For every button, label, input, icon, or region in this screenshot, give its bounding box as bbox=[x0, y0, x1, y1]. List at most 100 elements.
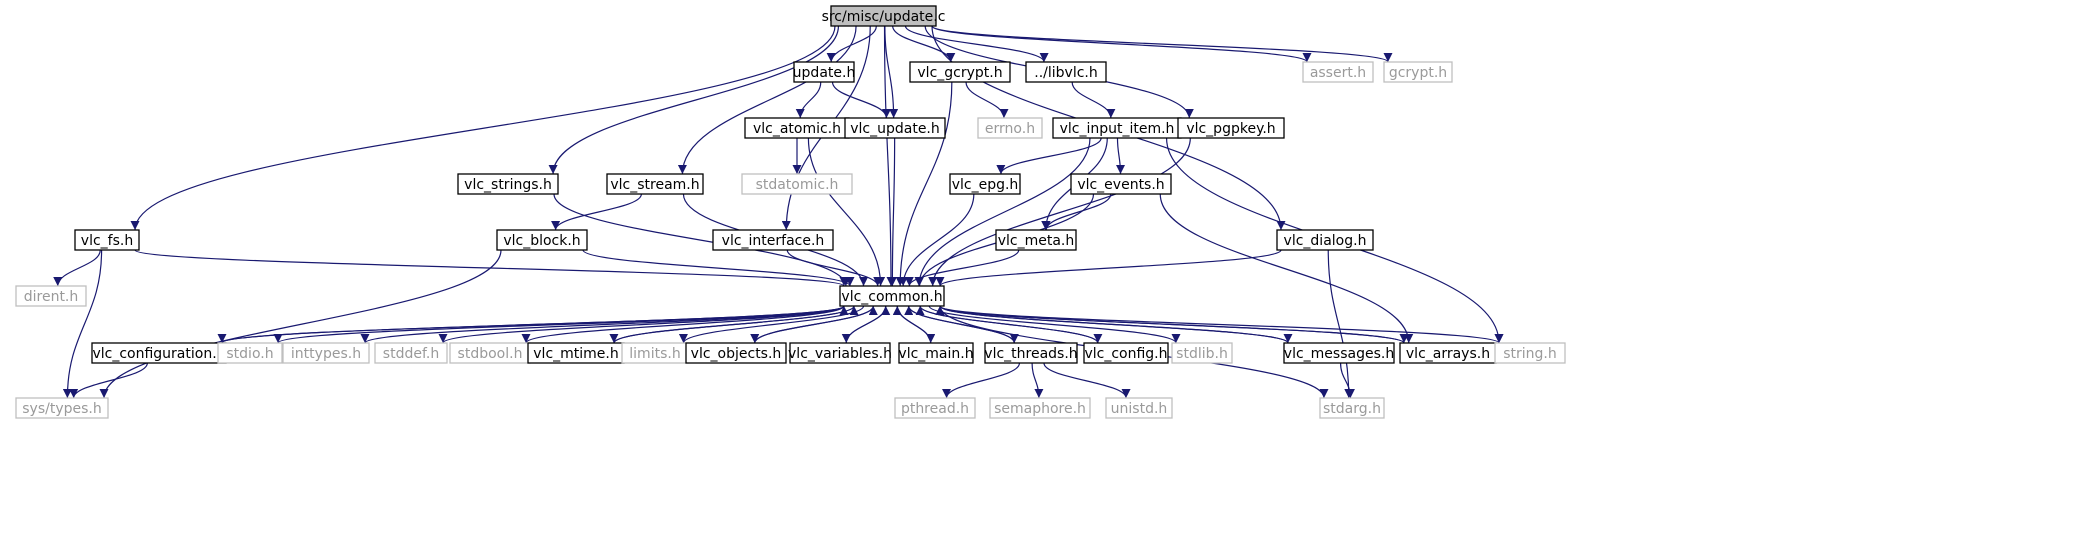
node-box bbox=[1070, 173, 1172, 195]
node-box bbox=[909, 61, 1011, 83]
edge-vlc_fs-to-sys_types bbox=[62, 249, 103, 399]
node-stdatomic[interactable]: stdatomic.h bbox=[741, 173, 853, 195]
node-stdbool[interactable]: stdbool.h bbox=[449, 342, 531, 364]
node-vlc-stream[interactable]: vlc_stream.h bbox=[606, 173, 704, 195]
edge-vlc_block-to-vlc_common bbox=[582, 249, 855, 287]
node-libvlc[interactable]: ../libvlc.h bbox=[1025, 61, 1107, 83]
node-unistd[interactable]: unistd.h bbox=[1105, 397, 1173, 419]
edge-vlc_common-to-stdbool bbox=[521, 305, 845, 344]
edge-update_h-to-vlc_atomic bbox=[795, 81, 822, 119]
node-box bbox=[15, 397, 109, 419]
edge-vlc_objects-to-vlc_common bbox=[754, 305, 878, 344]
node-vlc-mtime[interactable]: vlc_mtime.h bbox=[527, 342, 625, 364]
node-box bbox=[374, 342, 448, 364]
node-vlc-events[interactable]: vlc_events.h bbox=[1070, 173, 1172, 195]
node-vlc-meta[interactable]: vlc_meta.h bbox=[995, 229, 1077, 251]
node-label: vlc_interface.h bbox=[722, 233, 825, 249]
node-label: vlc_strings.h bbox=[464, 177, 552, 193]
node-box bbox=[457, 173, 559, 195]
node-stdio[interactable]: stdio.h bbox=[217, 342, 283, 364]
node-inttypes[interactable]: inttypes.h bbox=[282, 342, 370, 364]
node-stddef[interactable]: stddef.h bbox=[374, 342, 448, 364]
node-semaphore[interactable]: semaphore.h bbox=[989, 397, 1091, 419]
node-box bbox=[1025, 61, 1107, 83]
node-vlc-config[interactable]: vlc_config.h bbox=[1083, 342, 1169, 364]
node-label: vlc_main.h bbox=[898, 346, 973, 362]
edge-vlc_epg-to-vlc_common bbox=[898, 193, 975, 287]
node-label: stdatomic.h bbox=[756, 177, 839, 193]
edge-vlc_block-to-sys_types bbox=[99, 249, 502, 399]
edge-vlc_dialog-to-vlc_common bbox=[935, 249, 1282, 287]
node-label: vlc_update.h bbox=[850, 121, 940, 137]
node-label: vlc_pgpkey.h bbox=[1186, 121, 1275, 137]
node-gcrypt[interactable]: gcrypt.h bbox=[1383, 61, 1453, 83]
node-sys-types[interactable]: sys/types.h bbox=[15, 397, 109, 419]
node-limits[interactable]: limits.h bbox=[621, 342, 689, 364]
node-box bbox=[995, 229, 1077, 251]
node-label: stdio.h bbox=[226, 346, 273, 362]
node-dirent[interactable]: dirent.h bbox=[15, 285, 87, 307]
node-vlc-messages[interactable]: vlc_messages.h bbox=[1283, 342, 1395, 364]
edge-root-to-vlc_fs bbox=[130, 25, 836, 231]
edge-root-to-update_h bbox=[826, 25, 877, 63]
edge-vlc_messages-to-vlc_common bbox=[935, 305, 1289, 344]
node-errno[interactable]: errno.h bbox=[977, 117, 1043, 139]
node-vlc-fs[interactable]: vlc_fs.h bbox=[74, 229, 140, 251]
node-vlc-variables[interactable]: vlc_variables.h bbox=[788, 342, 892, 364]
node-vlc-block[interactable]: vlc_block.h bbox=[496, 229, 588, 251]
edge-vlc_gcrypt-to-errno bbox=[965, 81, 1009, 119]
edge-root-to-libvlc bbox=[904, 25, 1049, 63]
node-box bbox=[984, 342, 1078, 364]
node-label: vlc_configuration.h bbox=[92, 346, 225, 362]
node-vlc-update[interactable]: vlc_update.h bbox=[844, 117, 946, 139]
node-stdarg[interactable]: stdarg.h bbox=[1319, 397, 1385, 419]
node-vlc-main[interactable]: vlc_main.h bbox=[898, 342, 974, 364]
node-label: vlc_stream.h bbox=[610, 177, 699, 193]
node-label: vlc_input_item.h bbox=[1060, 121, 1175, 137]
node-pthread[interactable]: pthread.h bbox=[894, 397, 976, 419]
node-label: stdarg.h bbox=[1323, 401, 1381, 417]
node-string[interactable]: string.h bbox=[1494, 342, 1566, 364]
node-vlc-atomic[interactable]: vlc_atomic.h bbox=[744, 117, 850, 139]
node-vlc-pgpkey[interactable]: vlc_pgpkey.h bbox=[1177, 117, 1285, 139]
edge-vlc_events-to-vlc_meta bbox=[1041, 193, 1112, 231]
node-vlc-input-item[interactable]: vlc_input_item.h bbox=[1052, 117, 1182, 139]
node-box bbox=[741, 173, 853, 195]
node-label: string.h bbox=[1503, 346, 1557, 362]
node-vlc-dialog[interactable]: vlc_dialog.h bbox=[1276, 229, 1374, 251]
node-box bbox=[789, 342, 891, 364]
node-vlc-objects[interactable]: vlc_objects.h bbox=[685, 342, 787, 364]
edge-root-to-gcrypt bbox=[931, 25, 1393, 63]
node-vlc-arrays[interactable]: vlc_arrays.h bbox=[1399, 342, 1497, 364]
node-box bbox=[1171, 342, 1233, 364]
edge-root-to-vlc_strings bbox=[548, 25, 840, 175]
node-box bbox=[1383, 61, 1453, 83]
edge-root-to-vlc_stream bbox=[677, 25, 857, 175]
node-vlc-configuration[interactable]: vlc_configuration.h bbox=[91, 342, 227, 364]
edge-vlc_threads-to-unistd bbox=[1043, 362, 1131, 399]
node-stdlib[interactable]: stdlib.h bbox=[1171, 342, 1233, 364]
node-label: stddef.h bbox=[383, 346, 439, 362]
node-assert[interactable]: assert.h bbox=[1302, 61, 1374, 83]
edge-vlc_main-to-vlc_common bbox=[892, 305, 932, 344]
node-vlc-interface[interactable]: vlc_interface.h bbox=[712, 229, 834, 251]
edge-vlc_common-to-limits bbox=[679, 305, 865, 344]
node-root[interactable]: src/misc/update.c bbox=[822, 5, 946, 27]
edge-vlc_fs-to-dirent bbox=[53, 249, 101, 287]
edge-vlc_threads-to-vlc_common bbox=[904, 305, 1015, 344]
node-box bbox=[496, 229, 588, 251]
node-label: sys/types.h bbox=[22, 401, 101, 417]
node-box bbox=[1083, 342, 1169, 364]
edge-vlc_threads-to-pthread bbox=[942, 362, 1021, 399]
node-vlc-threads[interactable]: vlc_threads.h bbox=[984, 342, 1078, 364]
node-label: vlc_arrays.h bbox=[1406, 346, 1490, 362]
node-vlc-common[interactable]: vlc_common.h bbox=[839, 285, 945, 307]
node-vlc-epg[interactable]: vlc_epg.h bbox=[949, 173, 1021, 195]
node-update-h[interactable]: update.h bbox=[793, 61, 856, 83]
edge-vlc_input_item-to-vlc_epg bbox=[996, 137, 1102, 175]
node-vlc-gcrypt[interactable]: vlc_gcrypt.h bbox=[909, 61, 1011, 83]
node-label: vlc_config.h bbox=[1084, 346, 1167, 362]
node-label: vlc_epg.h bbox=[952, 177, 1019, 193]
node-box bbox=[1105, 397, 1173, 419]
node-vlc-strings[interactable]: vlc_strings.h bbox=[457, 173, 559, 195]
